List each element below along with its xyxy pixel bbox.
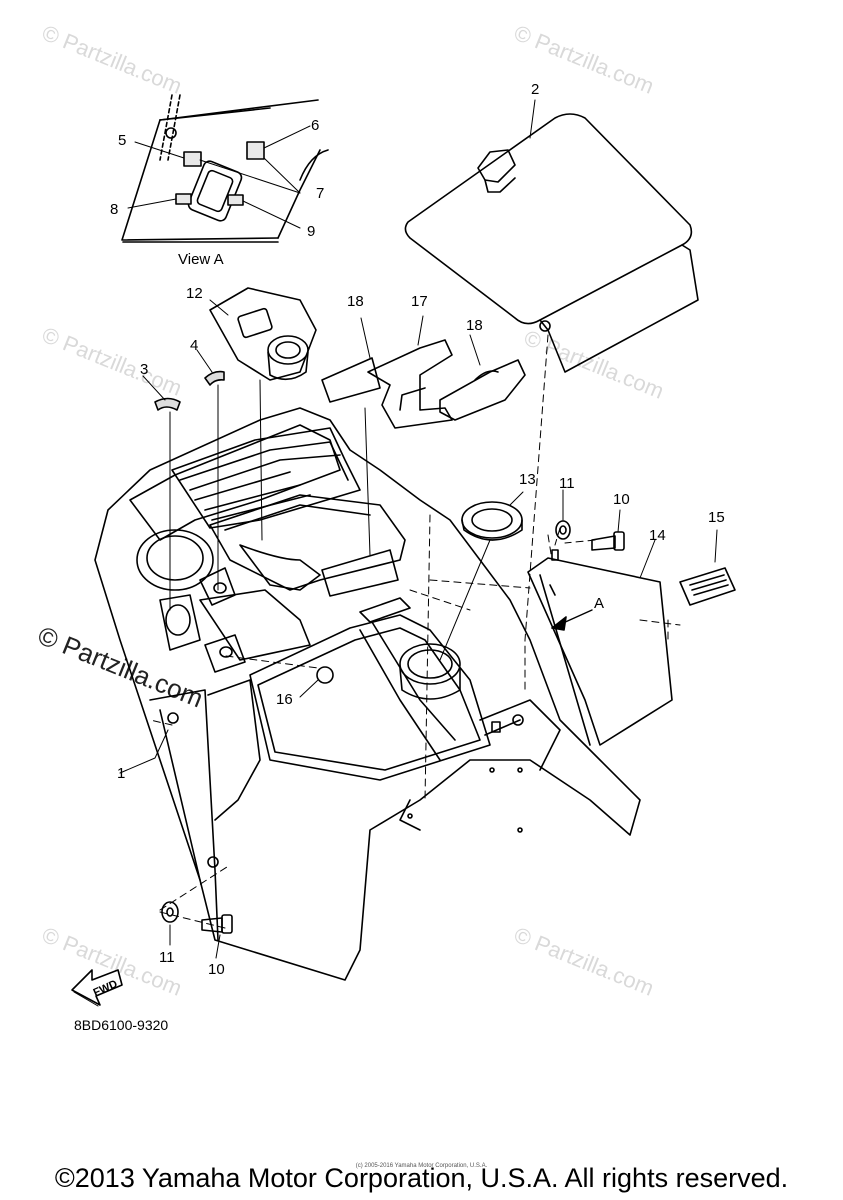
part-plug <box>316 666 334 684</box>
callout-12: 12 <box>186 285 203 302</box>
callout-14: 14 <box>649 527 666 544</box>
part-badge-4 <box>204 370 225 386</box>
callout-10a: 10 <box>613 491 630 508</box>
part-nut-upper <box>555 520 571 540</box>
callout-1: 1 <box>117 765 125 782</box>
arrow-a-label: A <box>594 595 604 612</box>
callout-10b: 10 <box>208 961 225 978</box>
callout-11b: 11 <box>159 949 175 966</box>
callout-3: 3 <box>140 361 148 378</box>
callout-18a: 18 <box>347 293 364 310</box>
part-badge-3 <box>154 397 181 411</box>
part-grommet <box>461 501 523 541</box>
fwd-arrow <box>71 969 123 1007</box>
view-a-inset <box>121 94 329 243</box>
callout-15: 16 <box>276 691 293 708</box>
callout-5: 5 <box>118 132 126 149</box>
part-code: 8BD6100-9320 <box>74 1017 169 1033</box>
callout-4: 4 <box>190 337 198 354</box>
part-bolt-upper <box>591 531 625 551</box>
dashed-guide-lines <box>149 334 681 929</box>
callout-7: 7 <box>316 185 324 202</box>
copyright-notice: ©2013 Yamaha Motor Corporation, U.S.A. A… <box>54 1163 789 1193</box>
part-bolt-lower <box>201 914 233 934</box>
part-side-panel <box>527 549 673 746</box>
view-a-title: View A <box>178 251 224 268</box>
part-insert <box>209 287 317 381</box>
callout-2: 2 <box>531 81 539 98</box>
callout-9: 9 <box>307 223 315 240</box>
callout-16: 15 <box>708 509 725 526</box>
view-a-leaders <box>127 125 311 229</box>
part-lid <box>404 113 699 373</box>
callout-17: 17 <box>411 293 428 310</box>
leader-lines <box>119 99 718 959</box>
part-nut-lower <box>161 901 179 923</box>
callout-11a: 11 <box>559 475 575 492</box>
arrow-a <box>551 609 593 631</box>
part-label-plate <box>679 567 736 606</box>
part-bracket <box>321 339 526 429</box>
callout-18b: 18 <box>466 317 483 334</box>
callout-6: 6 <box>311 117 319 134</box>
callout-8: 8 <box>110 201 118 218</box>
small-print: (c) 2005-2016 Yamaha Motor Corporation, … <box>355 1163 488 1169</box>
callout-13: 13 <box>519 471 536 488</box>
